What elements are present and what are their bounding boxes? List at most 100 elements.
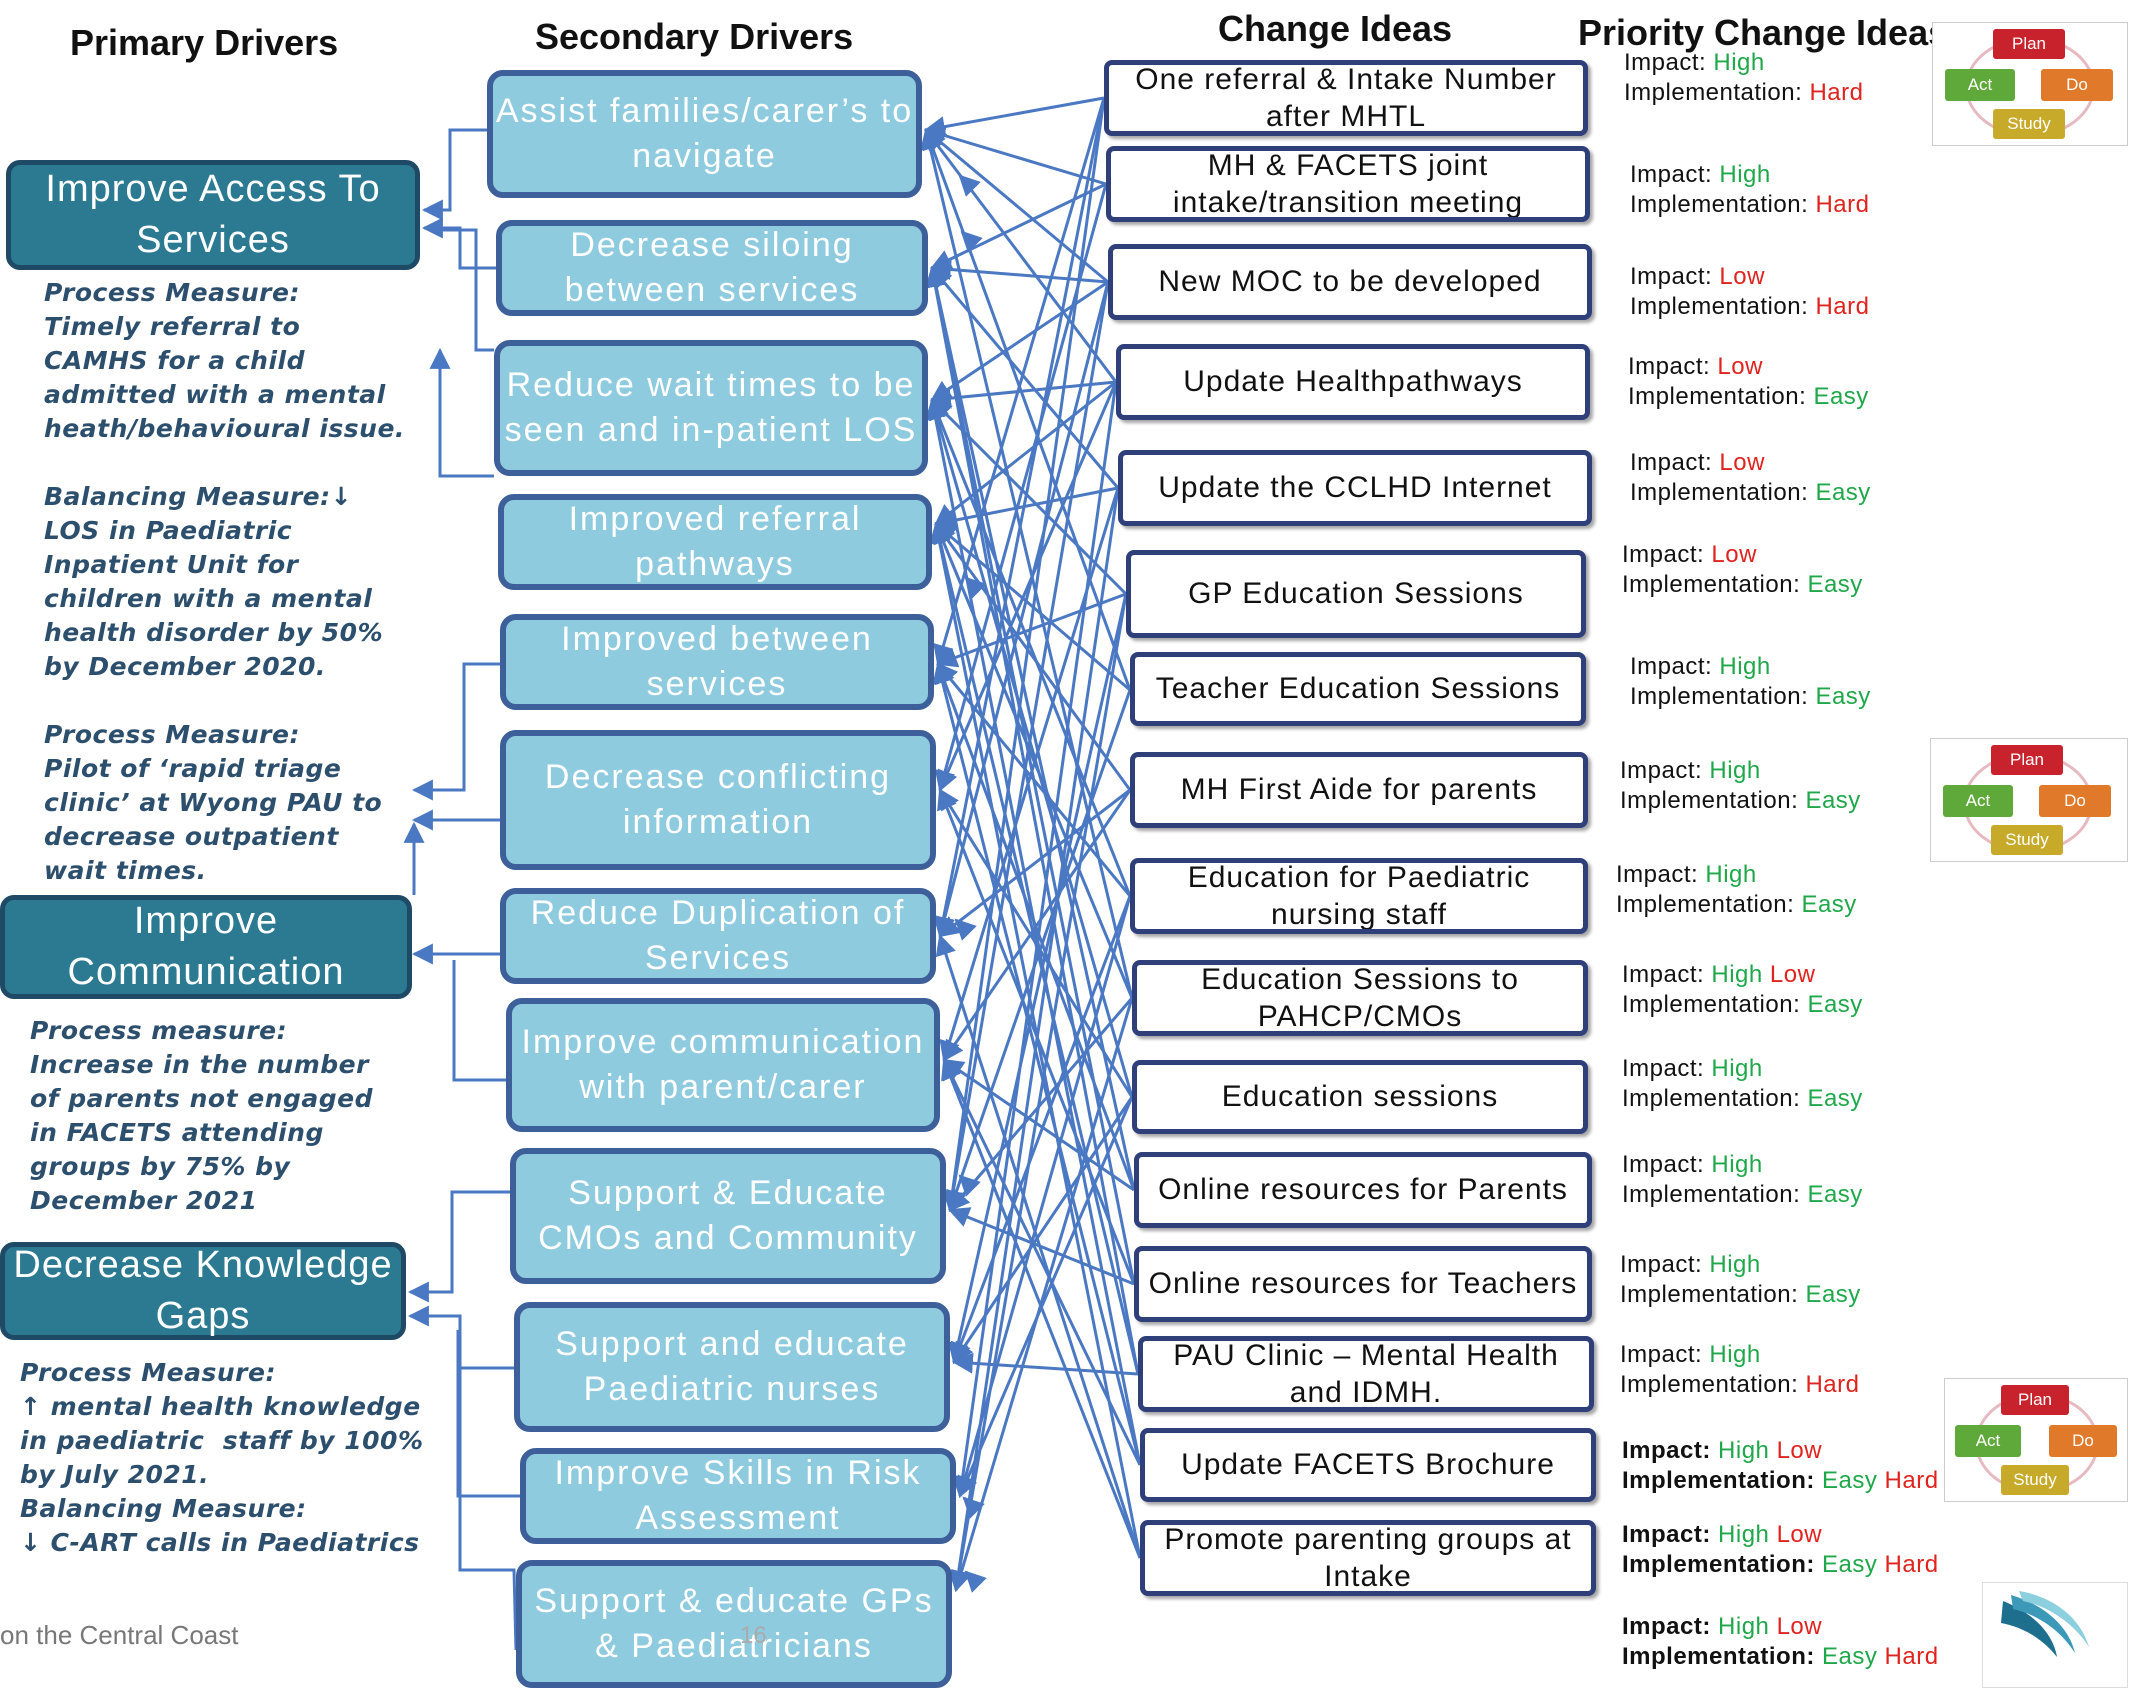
secondary-driver: Decrease conflicting information bbox=[500, 730, 936, 870]
change-idea: One referral & Intake Number after MHTL bbox=[1104, 60, 1588, 136]
change-idea: PAU Clinic – Mental Health and IDMH. bbox=[1138, 1336, 1594, 1412]
impact-value: Low bbox=[1769, 961, 1816, 988]
secondary-driver: Assist families/carer’s to navigate bbox=[487, 70, 922, 198]
implementation-value: Easy bbox=[1813, 383, 1869, 410]
change-idea: Teacher Education Sessions bbox=[1130, 652, 1586, 726]
do-label: Do bbox=[2049, 1425, 2117, 1457]
change-idea: GP Education Sessions bbox=[1126, 550, 1586, 638]
secondary-driver: Decrease siloing between services bbox=[496, 220, 928, 316]
impact-label: Impact: bbox=[1628, 353, 1711, 380]
change-idea: Education sessions bbox=[1132, 1060, 1588, 1134]
implementation-label: Implementation: bbox=[1622, 1085, 1801, 1112]
implementation-value: Easy bbox=[1807, 1181, 1863, 1208]
secondary-driver: Improved between services bbox=[500, 614, 934, 710]
implementation-value: Hard bbox=[1809, 79, 1864, 106]
implementation-value: Easy bbox=[1801, 891, 1857, 918]
change-idea: Online resources for Teachers bbox=[1134, 1246, 1592, 1322]
implementation-label: Implementation: bbox=[1630, 293, 1809, 320]
change-idea: MH First Aide for parents bbox=[1130, 752, 1588, 828]
change-ideas-header: Change Ideas bbox=[1218, 8, 1453, 49]
impact-label: Impact: bbox=[1622, 1521, 1711, 1548]
implementation-label: Implementation: bbox=[1622, 1551, 1815, 1578]
secondary-driver: Support & Educate CMOs and Community bbox=[510, 1148, 946, 1284]
implementation-label: Implementation: bbox=[1622, 991, 1801, 1018]
act-label: Act bbox=[1955, 1425, 2021, 1457]
impact-label: Impact: bbox=[1622, 961, 1705, 988]
change-idea: Education Sessions to PAHCP/CMOs bbox=[1132, 960, 1588, 1036]
impact-value: Low bbox=[1776, 1613, 1823, 1640]
do-label: Do bbox=[2039, 785, 2111, 817]
impact-value: High bbox=[1713, 49, 1765, 76]
change-idea: Update the CCLHD Internet bbox=[1118, 450, 1592, 526]
implementation-label: Implementation: bbox=[1620, 1281, 1799, 1308]
impact-label: Impact: bbox=[1622, 1437, 1711, 1464]
implementation-value: Easy bbox=[1815, 479, 1871, 506]
implementation-label: Implementation: bbox=[1622, 571, 1801, 598]
implementation-label: Implementation: bbox=[1630, 191, 1809, 218]
implementation-label: Implementation: bbox=[1622, 1643, 1815, 1670]
page-number: 16 bbox=[740, 1622, 767, 1649]
implementation-value: Hard bbox=[1884, 1467, 1939, 1494]
implementation-value: Easy bbox=[1822, 1551, 1878, 1578]
implementation-value: Easy bbox=[1807, 1085, 1863, 1112]
impact-value: Low bbox=[1711, 541, 1757, 568]
change-idea: Promote parenting groups at Intake bbox=[1140, 1520, 1596, 1596]
change-idea: Update Healthpathways bbox=[1116, 344, 1590, 420]
impact-label: Impact: bbox=[1620, 1251, 1703, 1278]
change-idea: Online resources for Parents bbox=[1134, 1152, 1592, 1228]
impact-label: Impact: bbox=[1624, 49, 1707, 76]
act-label: Act bbox=[1945, 69, 2015, 101]
implementation-value: Easy bbox=[1822, 1643, 1878, 1670]
impact-label: Impact: bbox=[1622, 1055, 1705, 1082]
pdsa-cycle-icon: Plan Act Do Study bbox=[1944, 1378, 2128, 1502]
impact-label: Impact: bbox=[1616, 861, 1699, 888]
impact-label: Impact: bbox=[1622, 541, 1705, 568]
impact-value: Low bbox=[1776, 1521, 1823, 1548]
impact-label: Impact: bbox=[1630, 161, 1713, 188]
implementation-label: Implementation: bbox=[1616, 891, 1795, 918]
impact-value: Low bbox=[1717, 353, 1763, 380]
impact-label: Impact: bbox=[1630, 653, 1713, 680]
implementation-value: Easy bbox=[1805, 787, 1861, 814]
implementation-label: Implementation: bbox=[1624, 79, 1803, 106]
change-idea: MH & FACETS joint intake/transition meet… bbox=[1106, 146, 1590, 222]
impact-label: Impact: bbox=[1620, 1341, 1703, 1368]
change-idea: Education for Paediatric nursing staff bbox=[1130, 858, 1588, 934]
change-idea: Update FACETS Brochure bbox=[1140, 1428, 1596, 1502]
impact-value: High bbox=[1711, 1055, 1763, 1082]
priority-change-ideas-header: Priority Change Ideas bbox=[1578, 12, 1949, 53]
secondary-driver: Support and educate Paediatric nurses bbox=[514, 1302, 950, 1432]
impact-value: High bbox=[1718, 1521, 1770, 1548]
impact-value: High bbox=[1711, 961, 1763, 988]
implementation-value: Easy bbox=[1805, 1281, 1861, 1308]
implementation-label: Implementation: bbox=[1622, 1181, 1801, 1208]
impact-value: High bbox=[1718, 1437, 1770, 1464]
secondary-driver: Reduce Duplication of Services bbox=[500, 888, 936, 984]
primary-driver-communication: Improve Communication bbox=[0, 895, 412, 999]
secondary-driver: Improve Skills in Risk Assessment bbox=[520, 1448, 956, 1544]
implementation-value: Hard bbox=[1815, 191, 1870, 218]
plan-label: Plan bbox=[1993, 29, 2065, 59]
impact-value: High bbox=[1709, 1251, 1761, 1278]
implementation-value: Easy bbox=[1807, 991, 1863, 1018]
impact-value: High bbox=[1709, 757, 1761, 784]
knowledge-measures: Process Measure: ↑ mental health knowled… bbox=[20, 1358, 424, 1557]
study-label: Study bbox=[1993, 109, 2065, 139]
secondary-driver: Reduce wait times to be seen and in-pati… bbox=[494, 340, 928, 476]
do-label: Do bbox=[2041, 69, 2113, 101]
study-label: Study bbox=[2001, 1465, 2069, 1495]
implementation-value: Hard bbox=[1815, 293, 1870, 320]
secondary-driver: Support & educate GPs & Paediatricians bbox=[516, 1560, 952, 1688]
implementation-value: Hard bbox=[1805, 1371, 1860, 1398]
